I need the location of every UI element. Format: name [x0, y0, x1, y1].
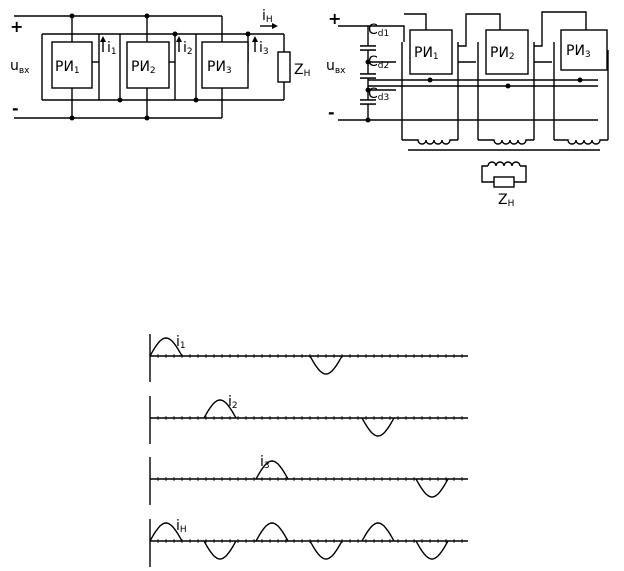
left-ri3-box [201, 41, 249, 89]
right-ri3-box [560, 29, 608, 71]
waveform-label-1: i1 [176, 334, 186, 351]
negative-half-wave [415, 478, 449, 498]
left-minus-label: - [12, 99, 19, 118]
left-ri1-label: РИ1 [55, 59, 80, 76]
negative-half-wave [309, 540, 343, 560]
right-ri1-box [409, 29, 453, 75]
waveform-panel-2: i2 [149, 394, 468, 444]
left-ri2-box [126, 41, 170, 89]
negative-half-wave [361, 417, 395, 437]
positive-half-wave [255, 460, 289, 480]
right-circuit: + - uвх Cd1 Cd2 Cd3 РИ1 РИ2 РИ3 ZН [326, 9, 609, 209]
right-cd3-label: Cd3 [368, 86, 389, 103]
left-z-label: ZН [294, 62, 310, 79]
right-ri2-box [485, 29, 529, 75]
positive-half-wave [149, 337, 183, 357]
waveforms: i1 i2 i3 iН [149, 334, 468, 567]
right-ri3-label: РИ3 [566, 43, 591, 60]
left-i3-label: i3 [259, 40, 269, 57]
left-i1-label: i1 [107, 40, 117, 57]
right-load-resistor [493, 176, 515, 188]
waveform-panel-4: iН [149, 518, 468, 567]
left-circuit: + - uвх РИ1 РИ2 РИ3 i1 i2 i3 iН ZН [10, 8, 310, 121]
positive-half-wave [361, 522, 395, 542]
right-minus-label: - [328, 103, 335, 122]
negative-half-wave [415, 540, 449, 560]
right-cd2-label: Cd2 [368, 54, 389, 71]
right-ri1-label: РИ1 [414, 45, 439, 62]
waveform-label-4: iН [176, 518, 187, 535]
left-current-arrows [100, 23, 278, 52]
right-z-label: ZН [498, 192, 514, 209]
positive-half-wave [149, 522, 183, 542]
left-ri2-label: РИ2 [131, 59, 156, 76]
left-i2-label: i2 [183, 40, 193, 57]
left-ri3-label: РИ3 [207, 59, 232, 76]
left-in-label: iН [262, 8, 273, 25]
left-u-label: uвх [10, 58, 30, 76]
right-ri2-label: РИ2 [490, 45, 515, 62]
right-u-label: uвх [326, 58, 346, 76]
waveform-label-3: i3 [260, 454, 270, 471]
positive-half-wave [203, 399, 237, 419]
left-plus-label: + [10, 17, 23, 36]
left-load-resistor [277, 51, 291, 83]
right-cd1-label: Cd1 [368, 22, 389, 39]
left-ri1-box [51, 41, 93, 89]
negative-half-wave [203, 540, 237, 560]
waveform-panel-3: i3 [149, 454, 468, 505]
right-plus-label: + [328, 9, 341, 28]
positive-half-wave [255, 522, 289, 542]
waveform-label-2: i2 [228, 394, 238, 411]
waveform-panel-1: i1 [149, 334, 468, 382]
negative-half-wave [309, 355, 343, 375]
